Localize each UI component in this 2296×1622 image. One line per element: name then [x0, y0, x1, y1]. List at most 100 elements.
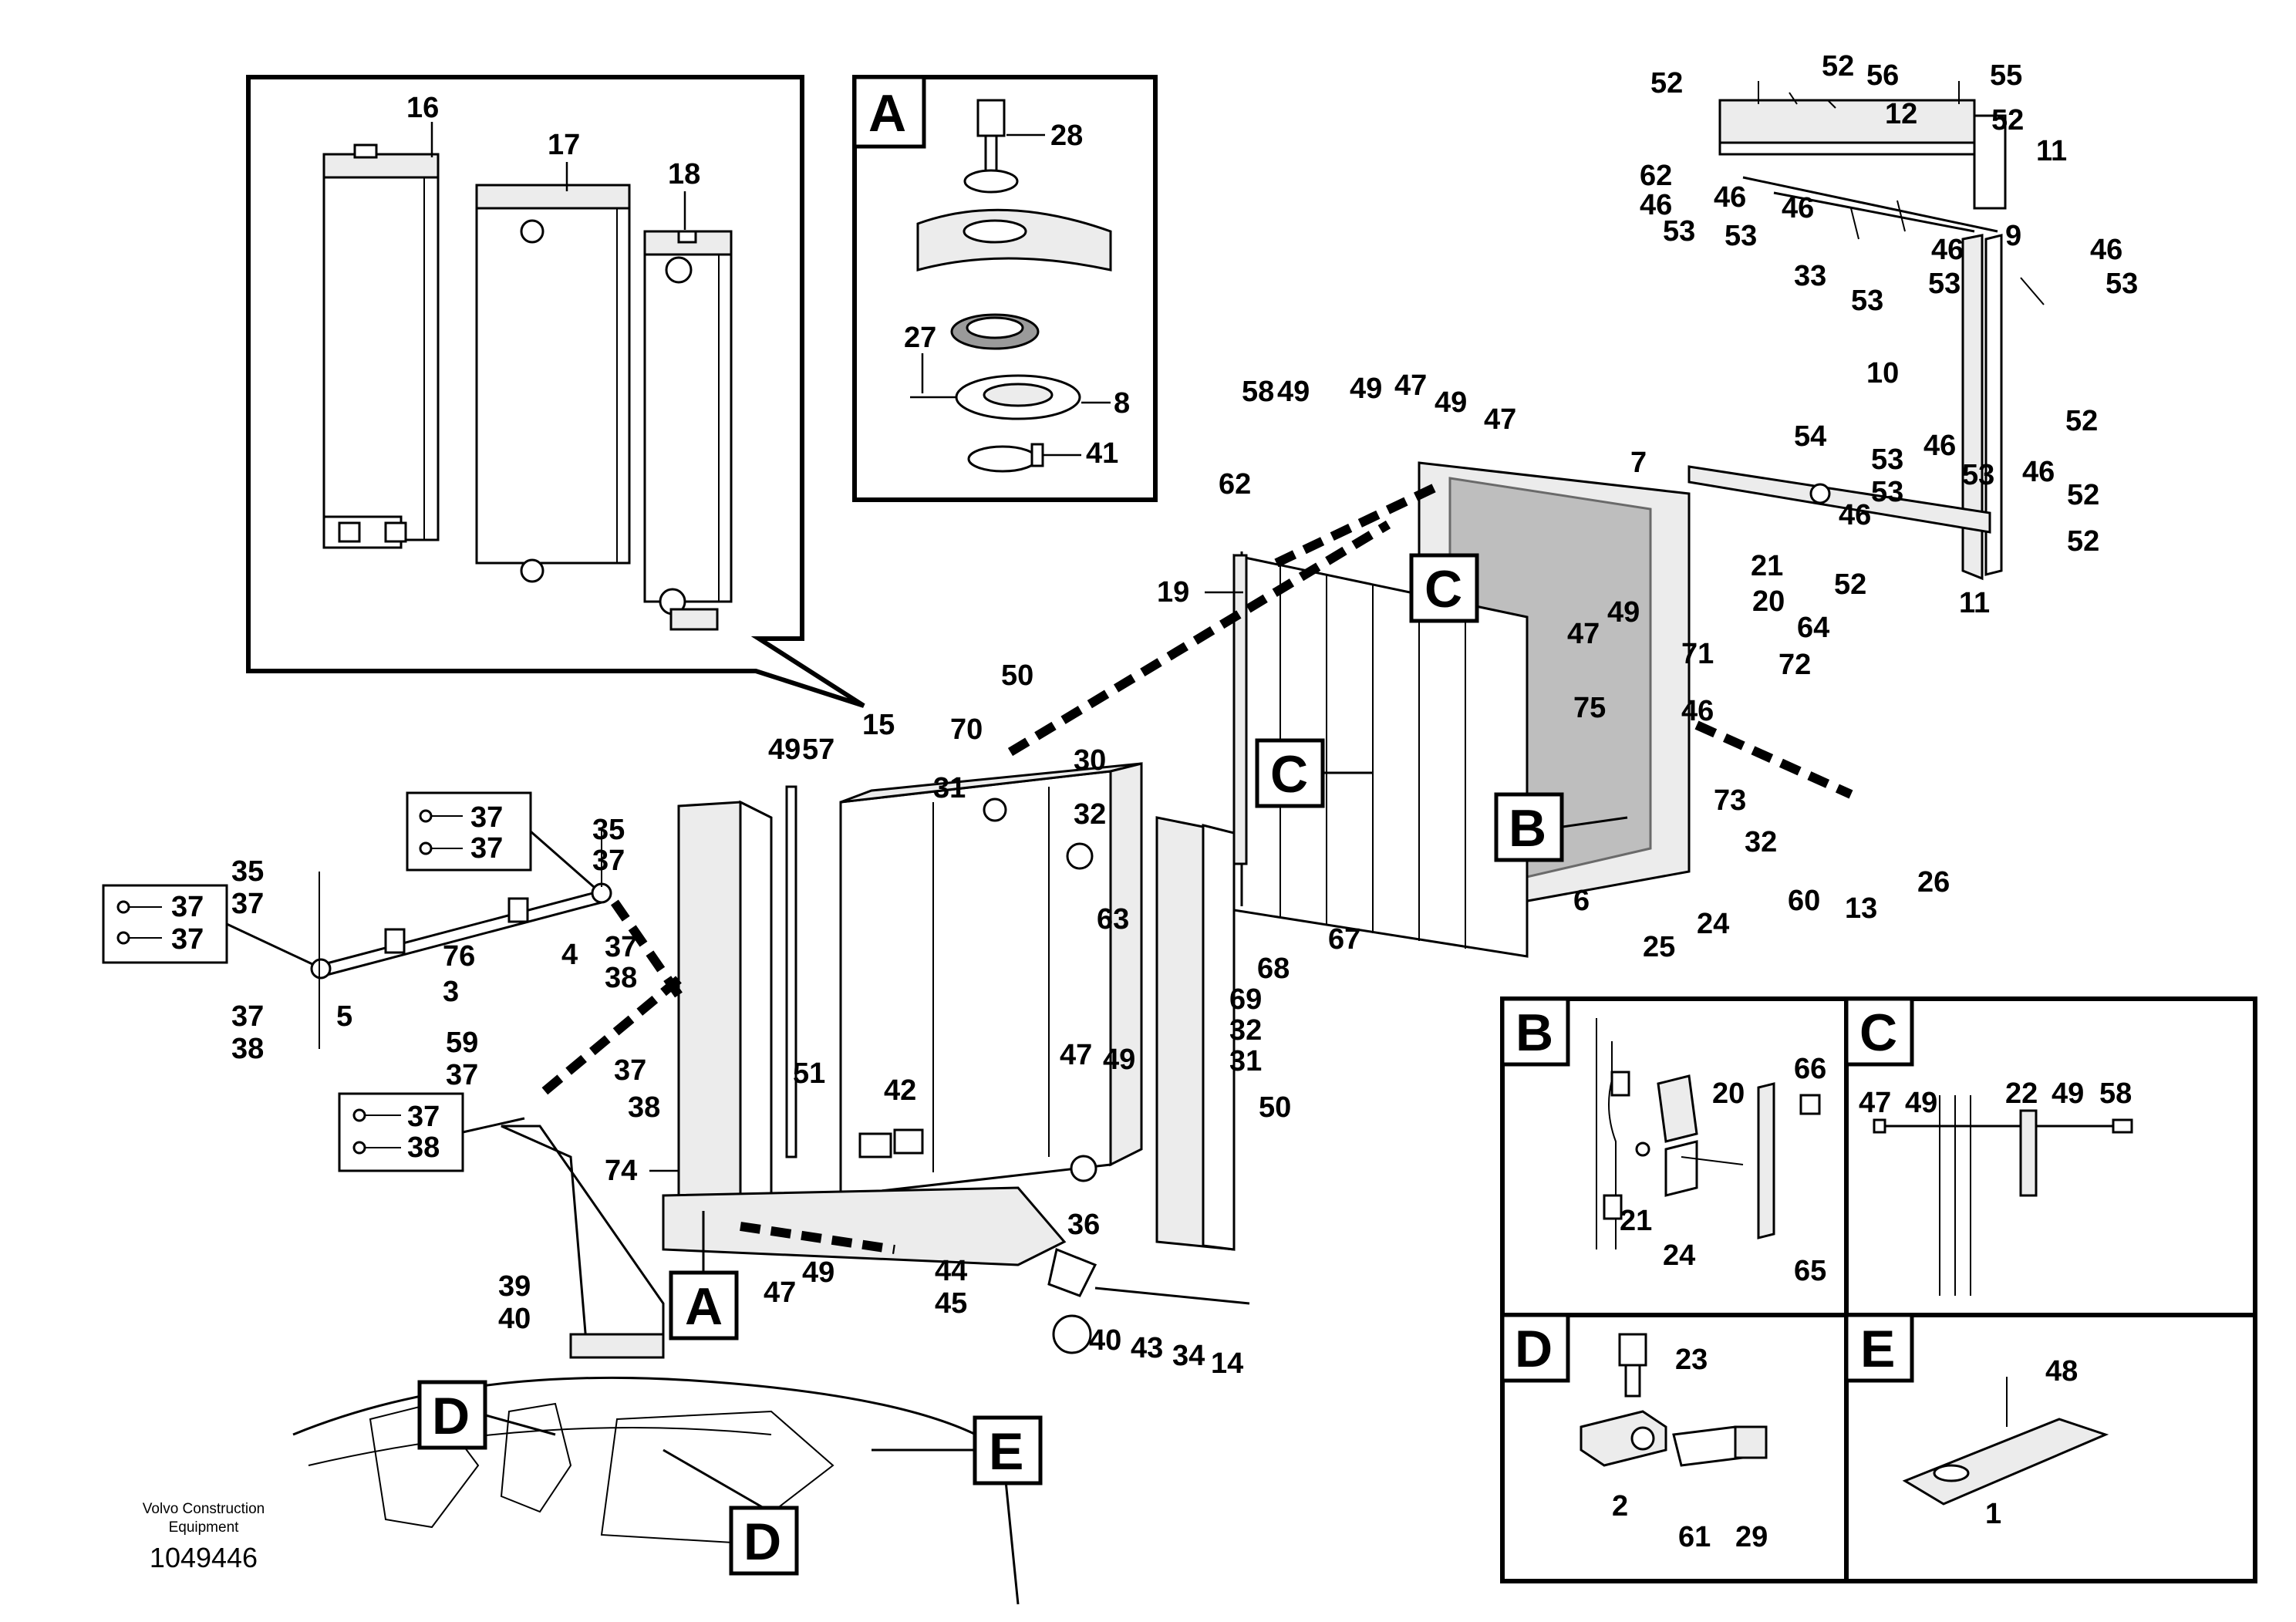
label-24-a: 24 — [1697, 908, 1729, 940]
label-49-C2: 49 — [2052, 1077, 2084, 1110]
label-32-b: 32 — [1229, 1014, 1262, 1047]
callout-D-2: D — [743, 1512, 781, 1571]
company-line2: Equipment — [169, 1519, 240, 1536]
label-16: 16 — [406, 92, 439, 124]
machine-frame — [292, 1376, 1020, 1605]
detail-E-letter: E — [1860, 1320, 1895, 1378]
label-17: 17 — [548, 129, 580, 161]
label-37-box2a: 37 — [171, 891, 204, 923]
label-49-c: 49 — [1435, 386, 1467, 419]
callout-E-main: E — [989, 1422, 1023, 1481]
label-32-c: 32 — [1074, 798, 1106, 831]
callout-C-top: C — [1424, 560, 1462, 619]
label-37-box2b: 37 — [171, 923, 204, 956]
label-43: 43 — [1131, 1332, 1163, 1364]
label-65-B: 65 — [1794, 1255, 1826, 1287]
label-40-b: 40 — [498, 1303, 531, 1335]
label-9: 9 — [2005, 220, 2021, 252]
alignment-lines — [537, 481, 1853, 1254]
label-61-D: 61 — [1678, 1521, 1711, 1553]
label-35-a: 35 — [592, 814, 625, 846]
label-62-b: 62 — [1219, 468, 1251, 501]
label-51: 51 — [793, 1057, 825, 1090]
label-53-b: 53 — [1725, 220, 1757, 252]
label-52-g: 52 — [1834, 568, 1866, 601]
label-62-a: 62 — [1640, 160, 1672, 192]
label-28: 28 — [1050, 120, 1083, 152]
label-60: 60 — [1788, 885, 1820, 917]
label-5: 5 — [336, 1000, 352, 1033]
label-49-g: 49 — [802, 1256, 834, 1289]
label-24-B: 24 — [1663, 1239, 1695, 1272]
label-37-c: 37 — [231, 1000, 264, 1033]
label-46-a: 46 — [1640, 189, 1672, 221]
label-46-d: 46 — [1931, 234, 1964, 266]
label-46-c: 46 — [1782, 192, 1814, 224]
label-48-E: 48 — [2045, 1355, 2078, 1388]
label-30: 30 — [1074, 744, 1106, 777]
label-54: 54 — [1794, 420, 1826, 453]
label-21-B: 21 — [1620, 1205, 1652, 1237]
radiator-17 — [475, 184, 631, 583]
detail-B-letter: B — [1515, 1003, 1553, 1062]
document-number: 1049446 — [150, 1542, 258, 1573]
label-66-B: 66 — [1794, 1053, 1826, 1085]
label-49-f: 49 — [1103, 1044, 1135, 1076]
label-52-a: 52 — [1650, 67, 1683, 99]
label-63: 63 — [1097, 903, 1129, 936]
label-47-e: 47 — [764, 1276, 796, 1309]
label-45: 45 — [935, 1287, 967, 1320]
label-42: 42 — [884, 1074, 916, 1107]
company-line1: Volvo Construction — [143, 1501, 265, 1517]
washer-pair-boxes: 37 37 37 37 37 38 — [102, 791, 595, 1172]
label-11-b: 11 — [1959, 587, 1990, 619]
label-37-a: 37 — [592, 845, 625, 877]
label-1-E: 1 — [1985, 1498, 2001, 1530]
label-6: 6 — [1573, 885, 1590, 917]
label-46-e: 46 — [2090, 234, 2122, 266]
label-50-a: 50 — [1259, 1091, 1291, 1124]
label-44: 44 — [935, 1255, 967, 1287]
label-29-D: 29 — [1735, 1521, 1768, 1553]
callout-C-door: C — [1270, 745, 1308, 804]
label-32-a: 32 — [1745, 826, 1777, 858]
label-46-f: 46 — [1923, 430, 1956, 462]
label-31-a: 31 — [1229, 1045, 1262, 1077]
label-11-a: 11 — [2036, 135, 2067, 167]
inset-radiator-variants: 16 17 18 — [246, 75, 865, 708]
label-37-box1b: 37 — [470, 832, 503, 865]
label-53-h: 53 — [1871, 476, 1903, 508]
detail-A: A 28 27 8 41 — [852, 75, 1158, 502]
label-40-a: 40 — [1089, 1324, 1121, 1357]
label-50-b: 50 — [1001, 659, 1033, 692]
label-53-e: 53 — [2106, 268, 2138, 300]
label-53-f: 53 — [1871, 443, 1903, 476]
callout-B-main: B — [1509, 799, 1546, 858]
label-46-h: 46 — [1839, 499, 1871, 531]
label-19: 19 — [1157, 576, 1189, 609]
top-frame-assembly — [1687, 81, 2045, 581]
label-41: 41 — [1086, 437, 1118, 470]
detail-A-letter: A — [868, 84, 906, 143]
label-70: 70 — [950, 713, 983, 746]
label-39: 39 — [498, 1270, 531, 1303]
radiator-core-15 — [839, 762, 1143, 1197]
label-76: 76 — [443, 940, 475, 973]
label-38-b: 38 — [605, 962, 637, 994]
footer: Volvo Construction Equipment 1049446 — [143, 1501, 265, 1573]
label-49-e: 49 — [768, 733, 801, 766]
label-37-e: 37 — [446, 1059, 478, 1091]
label-10: 10 — [1866, 357, 1899, 389]
label-47-b: 47 — [1484, 403, 1516, 436]
label-53-d: 53 — [1928, 268, 1961, 300]
label-57: 57 — [802, 733, 834, 766]
label-53-g: 53 — [1962, 459, 1994, 491]
label-37-box3: 37 — [407, 1101, 440, 1133]
label-58: 58 — [1242, 376, 1274, 408]
label-25: 25 — [1643, 931, 1675, 963]
label-47-a: 47 — [1394, 369, 1427, 402]
label-67: 67 — [1328, 923, 1360, 956]
label-22-C: 22 — [2005, 1077, 2038, 1110]
label-37-b: 37 — [231, 888, 264, 920]
label-36: 36 — [1067, 1209, 1100, 1241]
